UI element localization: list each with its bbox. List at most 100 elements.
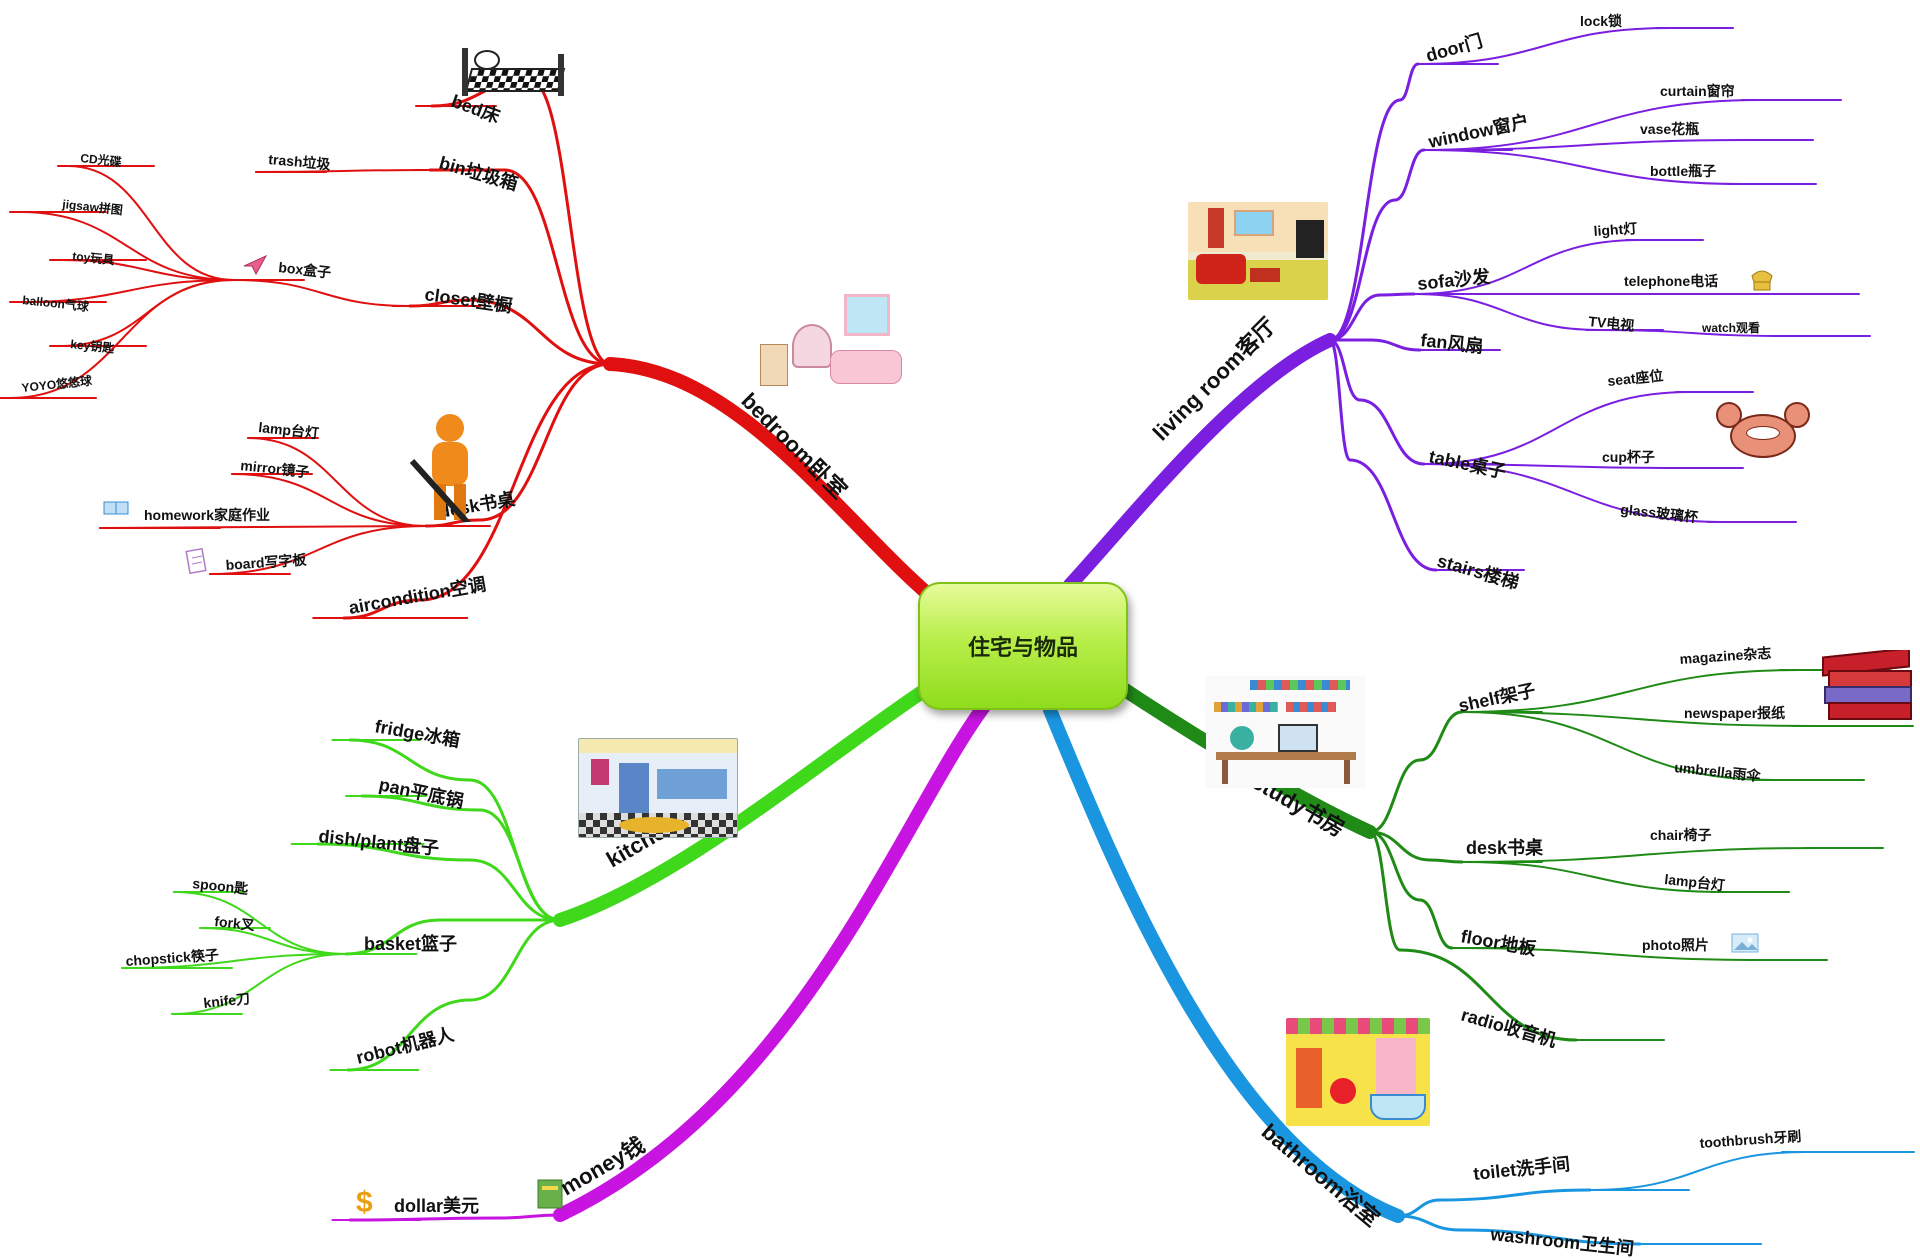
link-bedroom-3-0 — [247, 437, 427, 527]
link-living-4-1 — [1423, 463, 1681, 469]
link-kitchen-3-0 — [173, 891, 347, 955]
node-bedroom-2-0-5[interactable]: YOYO悠悠球 — [21, 373, 94, 395]
branch-label-bathroom[interactable]: bathroom浴室 — [1257, 1119, 1384, 1232]
node-study-2-0[interactable]: photo照片 — [1642, 937, 1709, 953]
node-bedroom-2-0-0[interactable]: CD光碟 — [80, 150, 123, 169]
node-living-2-0[interactable]: light灯 — [1593, 220, 1638, 239]
link-study-0 — [1368, 758, 1422, 834]
node-study-3[interactable]: radio收音机 — [1459, 1004, 1559, 1051]
node-living-2-1[interactable]: telephone电话 — [1624, 273, 1718, 289]
node-bedroom-1-0[interactable]: trash垃圾 — [268, 151, 332, 172]
node-bedroom-3-3[interactable]: board写字板 — [225, 551, 308, 573]
node-bedroom-3-2[interactable]: homework家庭作业 — [144, 507, 270, 523]
link-living-4 — [1328, 338, 1362, 402]
link-living-1 — [1328, 198, 1397, 342]
link-bathroom-0-end — [1438, 1188, 1592, 1202]
link-living-2-2-0 — [1599, 329, 1785, 337]
books-illustration — [1818, 650, 1918, 726]
node-bedroom-2-0[interactable]: box盒子 — [278, 259, 332, 280]
link-bathroom-1 — [1396, 1214, 1462, 1232]
link-living-5-end — [1348, 458, 1438, 572]
node-bedroom-2[interactable]: closet壁橱 — [423, 283, 513, 316]
node-study-0-2[interactable]: umbrella雨伞 — [1674, 759, 1763, 784]
node-bedroom-1[interactable]: bin垃圾箱 — [437, 152, 521, 195]
node-living-1-0[interactable]: curtain窗帘 — [1660, 83, 1735, 99]
node-bedroom-2-0-1[interactable]: jigsaw拼图 — [61, 196, 124, 217]
link-bedroom-2-0-5 — [9, 279, 235, 399]
node-kitchen-4[interactable]: robot机器人 — [354, 1024, 457, 1068]
book-icon — [103, 501, 129, 515]
link-study-0-0 — [1461, 669, 1801, 713]
link-kitchen-3-end — [344, 918, 442, 956]
link-study-1-1 — [1461, 861, 1727, 893]
svg-text:$: $ — [356, 1186, 373, 1219]
branch-label-bedroom[interactable]: bedroom卧室 — [736, 388, 851, 503]
dollar-icon: $ — [356, 1186, 373, 1219]
branch-bedroom — [603, 357, 942, 607]
node-living-1-1[interactable]: vase花瓶 — [1640, 121, 1699, 137]
root-topic[interactable]: 住宅与物品 — [918, 582, 1128, 710]
link-living-1-0 — [1423, 99, 1761, 151]
link-living-4-end — [1358, 398, 1426, 466]
node-study-1-1[interactable]: lamp台灯 — [1664, 871, 1726, 893]
node-living-0-0[interactable]: lock锁 — [1580, 13, 1622, 29]
node-living-2-2-0[interactable]: watch观看 — [1701, 320, 1760, 335]
link-kitchen-0-end — [348, 738, 472, 782]
link-bedroom-3-3 — [209, 525, 427, 575]
node-living-2-2[interactable]: TV电视 — [1588, 313, 1635, 334]
link-kitchen-1 — [478, 808, 562, 922]
link-study-1 — [1368, 830, 1432, 862]
link-bedroom-2-0-1 — [19, 211, 235, 281]
node-living-1[interactable]: window窗户 — [1425, 110, 1530, 152]
node-kitchen-2[interactable]: dish/plant盘子 — [318, 825, 441, 859]
link-living-1-1 — [1423, 139, 1751, 151]
node-bathroom-0[interactable]: toilet洗手间 — [1472, 1153, 1571, 1184]
link-study-3-end — [1398, 948, 1578, 1042]
node-living-1-2[interactable]: bottle瓶子 — [1650, 163, 1716, 179]
paper-plane-icon — [243, 254, 268, 276]
link-living-0-0 — [1417, 27, 1671, 65]
node-bedroom-4[interactable]: aircondition空调 — [347, 573, 488, 618]
node-kitchen-3[interactable]: basket篮子 — [364, 933, 457, 954]
node-bedroom-2-0-2[interactable]: toy玩具 — [72, 249, 115, 267]
telephone-icon — [1751, 270, 1773, 291]
node-bedroom-2-0-4[interactable]: key钥匙 — [70, 336, 116, 356]
node-bathroom-1[interactable]: washroom卫生间 — [1489, 1223, 1635, 1259]
node-study-1[interactable]: desk书桌 — [1466, 838, 1544, 858]
node-study-2[interactable]: floor地板 — [1459, 925, 1538, 959]
person-with-pencil-illustration — [408, 412, 488, 522]
branch-bathroom — [1043, 703, 1405, 1223]
node-kitchen-3-1[interactable]: fork叉 — [214, 913, 257, 933]
node-study-0-0[interactable]: magazine杂志 — [1679, 645, 1772, 667]
node-bedroom-3-0[interactable]: lamp台灯 — [258, 419, 320, 441]
node-living-5[interactable]: stairs楼梯 — [1435, 550, 1522, 593]
bedroom-illustration — [752, 288, 902, 388]
node-bathroom-0-0[interactable]: toothbrush牙刷 — [1699, 1128, 1802, 1151]
node-bedroom-2-0-3[interactable]: balloon气球 — [22, 292, 91, 314]
node-money-0[interactable]: dollar美元 — [394, 1195, 479, 1216]
link-living-3-end — [1368, 338, 1422, 352]
node-study-1-0[interactable]: chair椅子 — [1650, 827, 1711, 843]
link-living-2-0 — [1413, 239, 1641, 295]
node-living-3[interactable]: fan风扇 — [1420, 329, 1485, 356]
link-kitchen-2 — [468, 858, 562, 922]
living-room-illustration — [1188, 202, 1328, 300]
link-study-0-1 — [1461, 711, 1815, 727]
node-living-4-0[interactable]: seat座位 — [1607, 367, 1664, 389]
node-study-0-1[interactable]: newspaper报纸 — [1684, 705, 1785, 721]
link-kitchen-4-end — [346, 998, 472, 1072]
branch-money — [553, 698, 992, 1222]
link-bedroom-0 — [528, 78, 612, 366]
node-kitchen-3-3[interactable]: knife刀 — [203, 990, 251, 1011]
picture-icon — [1731, 933, 1759, 953]
node-kitchen-3-0[interactable]: spoon匙 — [192, 875, 250, 897]
node-living-2[interactable]: sofa沙发 — [1416, 265, 1492, 294]
node-living-4-2[interactable]: glass玻璃杯 — [1620, 501, 1700, 525]
money-stack-icon — [537, 1179, 563, 1209]
node-kitchen-3-2[interactable]: chopstick筷子 — [125, 947, 219, 969]
link-bathroom-0-0 — [1589, 1151, 1807, 1191]
node-living-4[interactable]: table桌子 — [1427, 446, 1507, 482]
node-living-4-1[interactable]: cup杯子 — [1602, 449, 1655, 465]
node-bedroom-3-1[interactable]: mirror镜子 — [240, 457, 311, 480]
link-money-0 — [498, 1213, 562, 1220]
